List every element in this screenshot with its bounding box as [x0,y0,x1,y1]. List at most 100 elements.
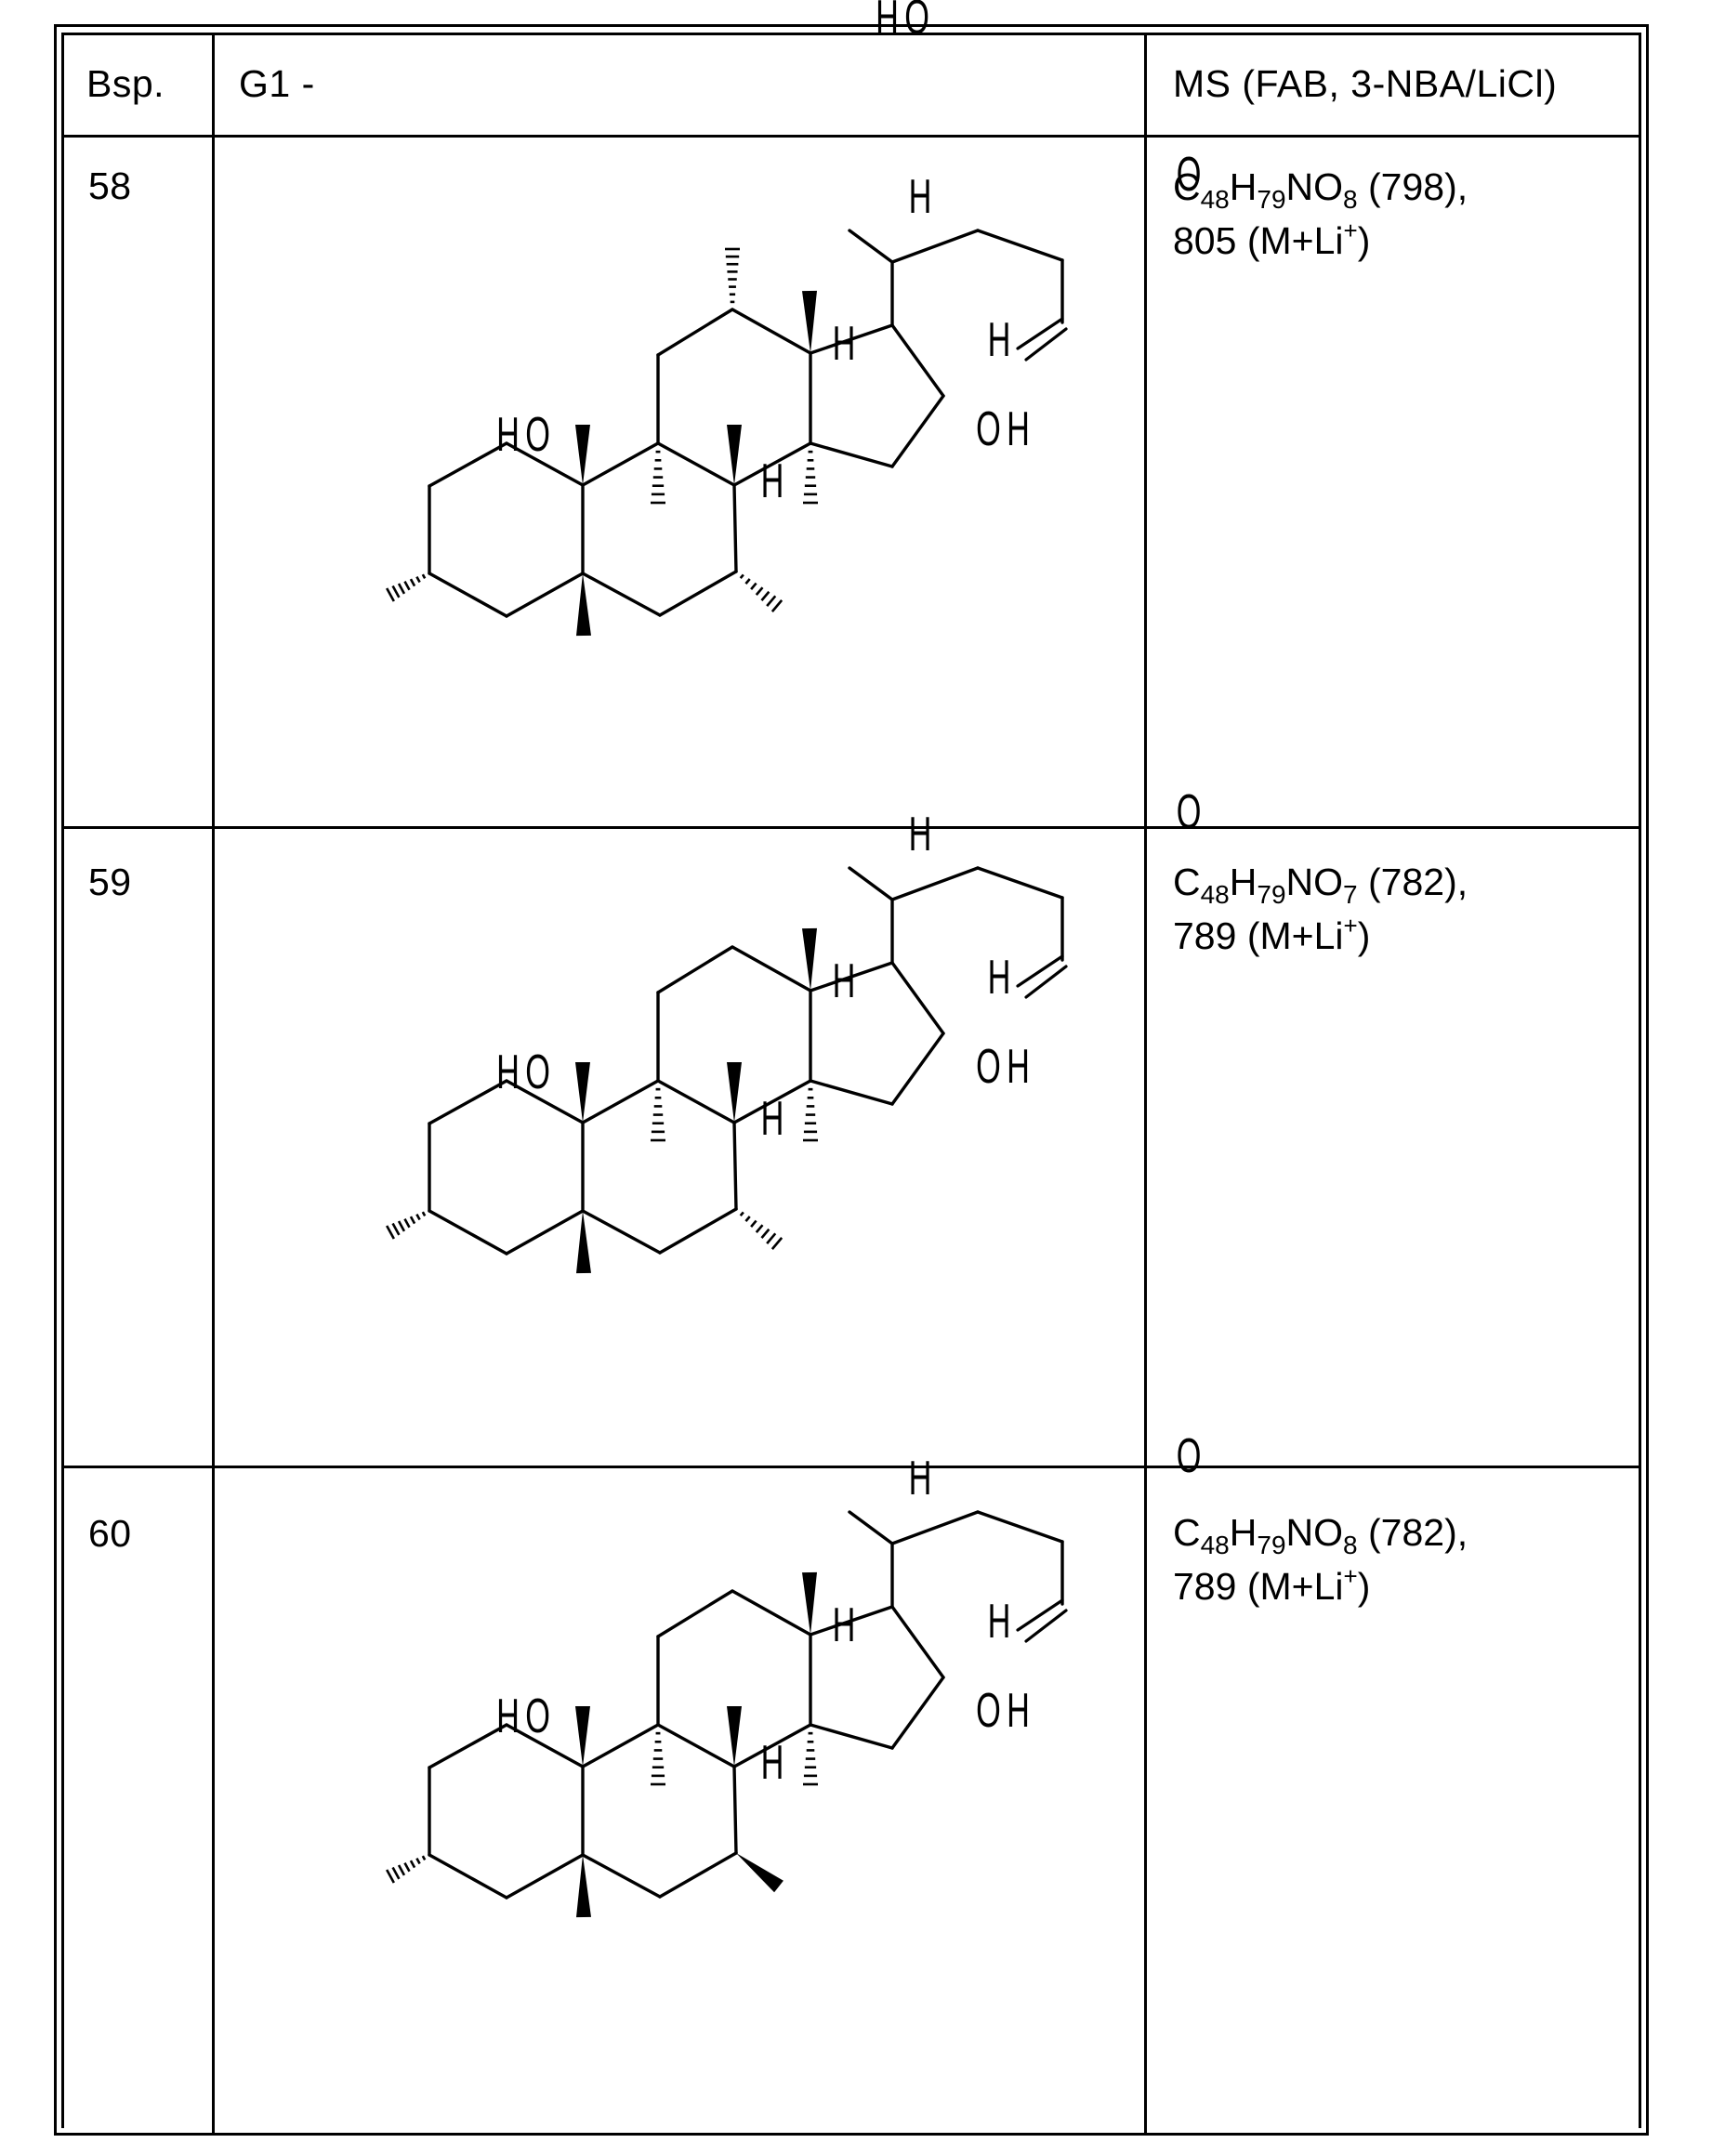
formula-o-count: 7 [1343,880,1358,909]
header-ms: MS (FAB, 3-NBA/LiCl) [1173,62,1558,105]
c19-methyl-wedge [575,425,590,485]
hash-stroke [409,1860,416,1869]
hash-stroke [421,1855,427,1861]
bond-line [658,1207,738,1255]
formula-c-count: 48 [1200,1531,1230,1559]
hash-stroke [766,595,777,607]
bond-line [732,1079,812,1124]
h8-label: H [909,170,938,224]
hash-stroke [409,1216,416,1225]
bond-line [732,1723,812,1768]
molecular-mass: (798), [1368,165,1468,208]
carbonyl-bond [1024,965,1068,999]
c7-oh-hash [739,573,783,612]
bond-line [581,1079,660,1124]
formula-o-count: 8 [1343,185,1358,214]
row-divider-58-59 [61,826,1641,829]
hash-stroke [770,599,783,612]
bond-line [890,866,980,901]
bond-line [428,441,508,488]
h8-wedge [727,1706,742,1767]
header-group: G1 - [239,62,315,105]
ms-ion-line: 789 (M+Li+) [1173,1559,1468,1613]
aldehyde-oxygen-label: O [1177,148,1207,202]
hash-stroke [739,1211,744,1216]
carbonyl-bond [1024,1609,1068,1643]
example-number: 60 [88,1512,132,1555]
h9-hash [651,1731,665,1786]
ion-label: (M+Li [1246,1565,1344,1608]
ion-close: ) [1357,914,1371,957]
bond-line [890,323,945,398]
hash-stroke [391,1222,401,1236]
bond-line [428,1209,508,1255]
ion-mz: 789 [1173,914,1237,957]
h9-hash [651,1087,665,1142]
h14-label: H [988,951,1017,1005]
c3-oh-hash [386,1855,427,1884]
bond-line [581,1853,662,1899]
c18-methyl-wedge [802,1571,817,1635]
h14-hash [803,450,818,505]
c12-oh-hash [725,247,740,304]
bond-line [809,441,894,468]
c3-ho-label: HO [496,1045,556,1099]
bond-line [809,1723,894,1750]
bond-line [428,1079,508,1125]
ion-mz: 789 [1173,1565,1237,1608]
hash-stroke [391,585,401,598]
hash-stroke [750,1219,757,1228]
ion-close: ) [1357,1565,1371,1608]
ion-charge: + [1343,1562,1358,1590]
c7-oh-hash [739,1211,783,1250]
hash-stroke [397,1864,406,1876]
h9-hash [651,450,665,505]
hash-stroke [770,1237,783,1250]
bond-line [505,1853,585,1900]
formula-h-count: 79 [1257,1531,1286,1559]
ion-charge: + [1343,912,1358,940]
ion-close: ) [1357,219,1371,262]
bond-line [505,1209,585,1255]
row-divider-59-60 [61,1466,1641,1468]
hash-stroke [744,1216,751,1222]
bond-line [656,945,734,994]
hash-stroke [397,1220,406,1232]
bond-line [848,229,894,264]
hash-stroke [421,1211,427,1217]
h5-wedge [576,573,591,637]
bond-line [658,570,738,617]
c18-methyl-wedge [802,290,817,353]
bond-line [656,441,736,487]
ion-label: (M+Li [1246,219,1344,262]
hash-stroke [415,576,421,584]
h14-label: H [988,313,1017,367]
hash-stroke [744,578,751,585]
hash-stroke [415,1214,421,1221]
molecular-mass: (782), [1368,861,1468,903]
ms-data: C48H79NO8 (782), 789 (M+Li+) [1173,1505,1468,1613]
aldehyde-oxygen-label: O [1177,785,1207,839]
carbonyl-bond [1024,327,1068,362]
c7-oh-wedge [736,1853,783,1893]
ms-ion-line: 789 (M+Li+) [1173,909,1468,963]
bond-line [731,945,812,993]
bond-line [732,1765,738,1855]
h8-label: H [909,808,938,861]
bond-line [848,866,894,901]
bond-line [731,1589,812,1637]
column-divider-example [212,33,215,2135]
ion-charge: + [1343,217,1358,244]
molecular-mass: (782), [1368,1511,1468,1554]
hash-stroke [403,1217,411,1229]
bond-line [505,441,585,487]
bond-line [890,1605,945,1679]
hash-stroke [409,578,416,587]
hash-stroke [760,1228,770,1239]
ms-data: C48H79NO7 (782), 789 (M+Li+) [1173,855,1468,963]
h5-wedge [576,1855,591,1918]
bond-line [581,572,662,617]
bond-line [656,1079,736,1124]
